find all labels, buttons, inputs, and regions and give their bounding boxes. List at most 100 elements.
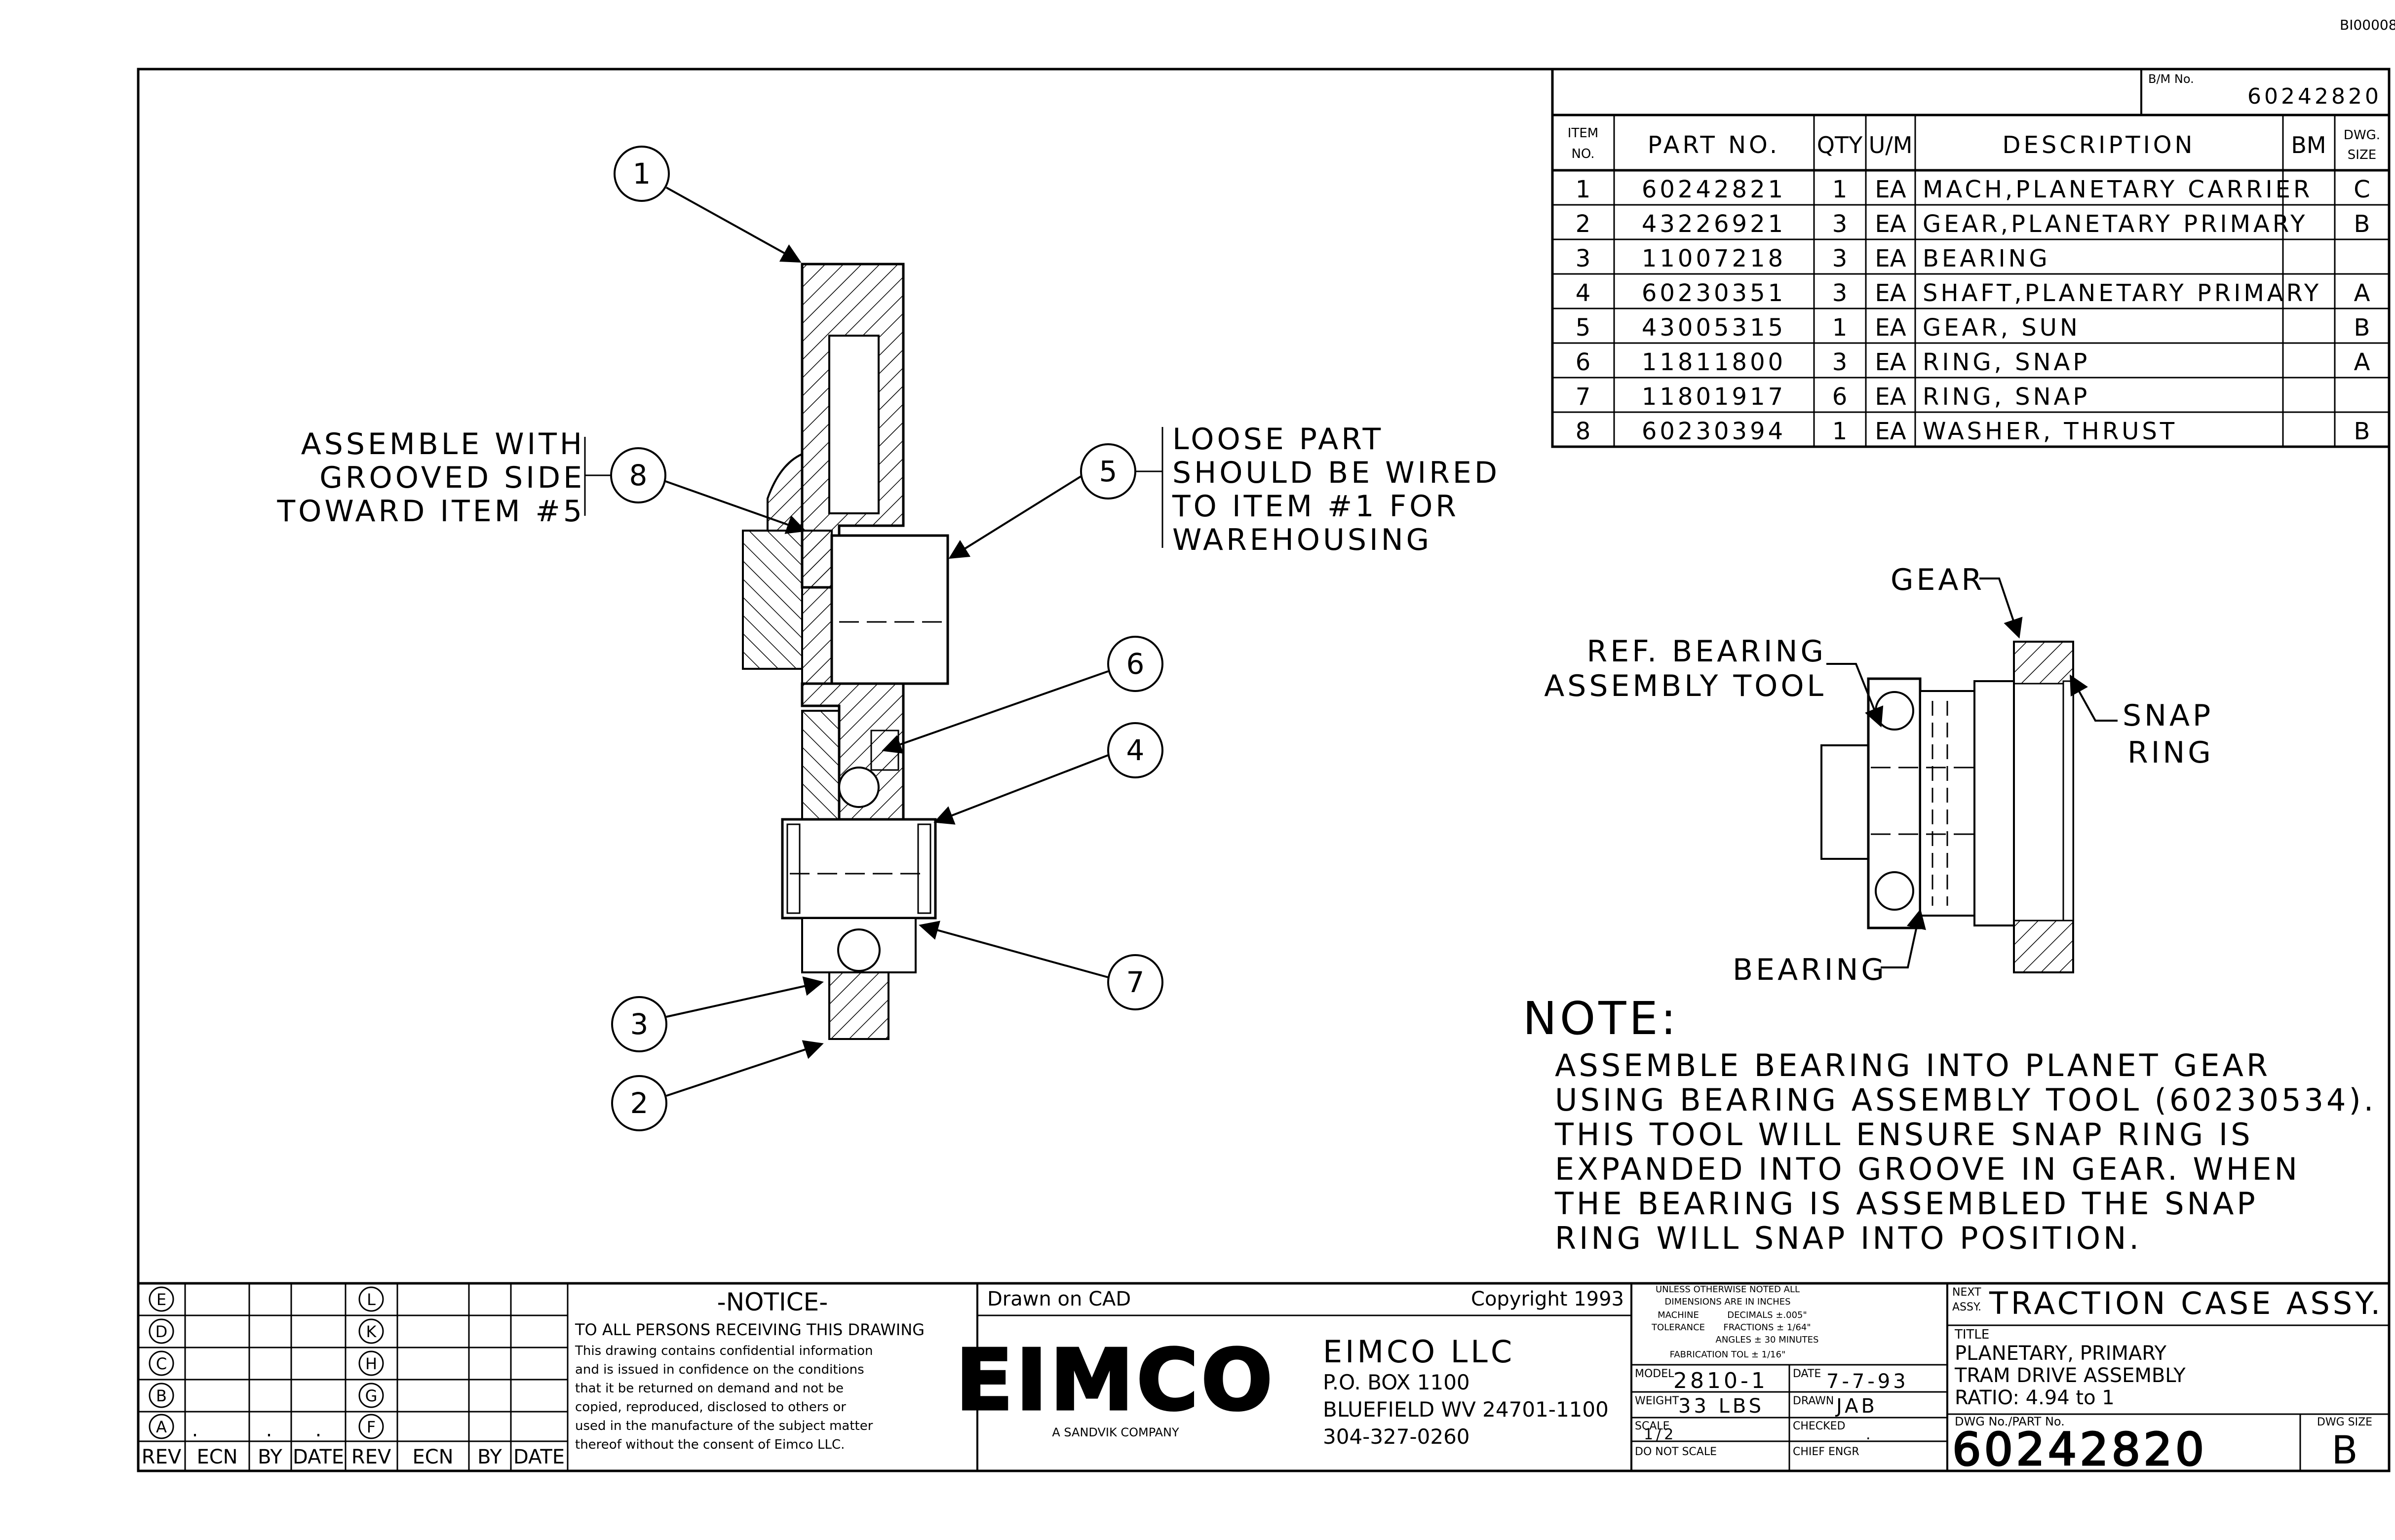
bom-description: MACH,PLANETARY CARRIER: [1923, 176, 2313, 203]
callout-loose-line1: LOOSE PART: [1172, 422, 1384, 457]
bom-item: 2: [1576, 210, 1591, 238]
balloon-6: [1107, 636, 1163, 692]
bom-item: 8: [1576, 418, 1591, 445]
bom-qty: 3: [1832, 279, 1848, 307]
note-line: ASSEMBLE BEARING INTO PLANET GEAR: [1555, 1047, 2271, 1083]
bom-item: 1: [1576, 176, 1591, 203]
rev-letter: E: [156, 1290, 166, 1309]
rev-header: ECN: [196, 1446, 237, 1468]
balloon-7-label: 7: [1126, 965, 1145, 999]
balloon-1-label: 1: [633, 157, 651, 191]
bom-part-no: 11007218: [1642, 245, 1786, 272]
header-dwg-size-2: SIZE: [2348, 148, 2376, 162]
bom-item: 6: [1576, 348, 1591, 376]
rev-header: ECN: [412, 1446, 453, 1468]
section-view-planetary-carrier: [742, 263, 949, 1040]
bom-um: EA: [1875, 176, 1906, 203]
bom-qty: 3: [1832, 348, 1848, 376]
bom-um: EA: [1875, 245, 1906, 272]
bom-description: RING, SNAP: [1923, 383, 2090, 411]
company-address2: BLUEFIELD WV 24701-1100: [1323, 1397, 1609, 1422]
scale-label: SCALE: [1635, 1420, 1670, 1432]
callout-ref-bearing-line1: REF. BEARING: [1587, 634, 1827, 669]
notice-body-line: thereof without the consent of Eimco LLC…: [575, 1437, 845, 1452]
balloon-6-label: 6: [1126, 647, 1145, 681]
confidentiality-notice: -NOTICE- TO ALL PERSONS RECEIVING THIS D…: [575, 1283, 978, 1471]
tol-line: FABRICATION TOL ± 1/16": [1670, 1349, 1786, 1360]
bom-item: 5: [1576, 314, 1591, 342]
company-phone: 304-327-0260: [1323, 1424, 1470, 1449]
callout-loose-line2: SHOULD BE WIRED: [1172, 456, 1500, 490]
sandvik-subtitle: A SANDVIK COMPANY: [1052, 1425, 1179, 1439]
title-area: NEXT ASSY. TRACTION CASE ASSY. TITLE PLA…: [1947, 1285, 2389, 1477]
bom-um: EA: [1875, 279, 1906, 307]
rev-letter: F: [367, 1418, 376, 1436]
bom-size: C: [2354, 176, 2370, 203]
date-label: DATE: [1793, 1368, 1821, 1380]
header-dwg-size-1: DWG.: [2344, 128, 2380, 143]
company-address1: P.O. BOX 1100: [1323, 1370, 1470, 1394]
notice-body-line: and is issued in confidence on the condi…: [575, 1362, 864, 1377]
next-assy-value: TRACTION CASE ASSY.: [1989, 1285, 2383, 1321]
bom-description: RING, SNAP: [1923, 348, 2090, 376]
bom-um: EA: [1875, 383, 1906, 411]
bom-description: SHAFT,PLANETARY PRIMARY: [1923, 279, 2321, 307]
callout-gear: GEAR: [1891, 563, 1985, 597]
rev-header: REV: [142, 1446, 182, 1468]
bom-description: BEARING: [1923, 245, 2050, 272]
bom-qty: 3: [1832, 210, 1848, 238]
bom-part-no: 60230351: [1642, 279, 1786, 307]
tol-line: ANGLES ± 30 MINUTES: [1716, 1335, 1819, 1345]
company-block: Drawn on CAD Copyright 1993 EIMCO A SAND…: [955, 1283, 1632, 1471]
scale-value: 1/2: [1644, 1426, 1676, 1443]
title-line2: TRAM DRIVE ASSEMBLY: [1954, 1364, 2186, 1387]
title-label: TITLE: [1954, 1327, 1989, 1342]
bom-item: 7: [1576, 383, 1591, 411]
rev-header: BY: [258, 1446, 282, 1468]
header-item-no-2: NO.: [1571, 147, 1594, 161]
rev-header: BY: [477, 1446, 502, 1468]
tol-line: TOLERANCE: [1651, 1322, 1705, 1333]
drawn-on-cad: Drawn on CAD: [987, 1288, 1131, 1310]
bom-part-no: 43226921: [1642, 210, 1786, 238]
callout-assemble-line1: ASSEMBLE WITH: [301, 427, 585, 462]
bom-item: 3: [1576, 245, 1591, 272]
callout-loose-line3: TO ITEM #1 FOR: [1172, 489, 1459, 524]
detail-leaders: [1826, 578, 2118, 968]
bm-number: 60242820: [2247, 84, 2382, 109]
callout-snap-line1: SNAP: [2123, 698, 2213, 733]
balloon-4: [1107, 722, 1163, 778]
note-line: RING WILL SNAP INTO POSITION.: [1555, 1220, 2142, 1256]
next-assy-label-1: NEXT: [1952, 1286, 1981, 1299]
eimco-logo: EIMCO: [956, 1332, 1275, 1429]
rev-letter: B: [156, 1386, 167, 1405]
bom-part-no: 60230394: [1642, 418, 1786, 445]
chief-engr: CHIEF ENGR: [1793, 1446, 1859, 1458]
notice-body-line: copied, reproduced, disclosed to others …: [575, 1400, 846, 1415]
balloon-3-label: 3: [630, 1007, 649, 1041]
bom-size: A: [2354, 279, 2370, 307]
rev-letter: A: [156, 1418, 167, 1436]
balloon-3: [611, 996, 667, 1052]
corner-code: BI000087: [2340, 17, 2395, 33]
callout-loose-line4: WAREHOUSING: [1172, 523, 1432, 557]
bom-item: 4: [1576, 279, 1591, 307]
bom-qty: 1: [1832, 418, 1848, 445]
note-line: USING BEARING ASSEMBLY TOOL (60230534).: [1555, 1082, 2376, 1118]
drawn-label: DRAWN: [1793, 1395, 1834, 1407]
dwg-no-value: 60242820: [1952, 1423, 2207, 1476]
title-line1: PLANETARY, PRIMARY: [1955, 1342, 2166, 1365]
title-line3: RATIO: 4.94 to 1: [1955, 1386, 2115, 1409]
balloon-5-label: 5: [1099, 455, 1118, 488]
next-assy-label-2: ASSY.: [1952, 1301, 1981, 1313]
model-label: MODEL: [1635, 1368, 1674, 1380]
bom-description: GEAR, SUN: [1923, 314, 2081, 342]
callout-ref-bearing-line2: ASSEMBLY TOOL: [1544, 669, 1826, 703]
bom-size: B: [2354, 314, 2370, 342]
bom-qty: 1: [1832, 176, 1848, 203]
rev-header: REV: [351, 1446, 391, 1468]
notice-line1: TO ALL PERSONS RECEIVING THIS DRAWING: [575, 1320, 925, 1339]
callout-assemble-line2: GROOVED SIDE: [319, 461, 585, 495]
balloon-7: [1107, 954, 1163, 1010]
